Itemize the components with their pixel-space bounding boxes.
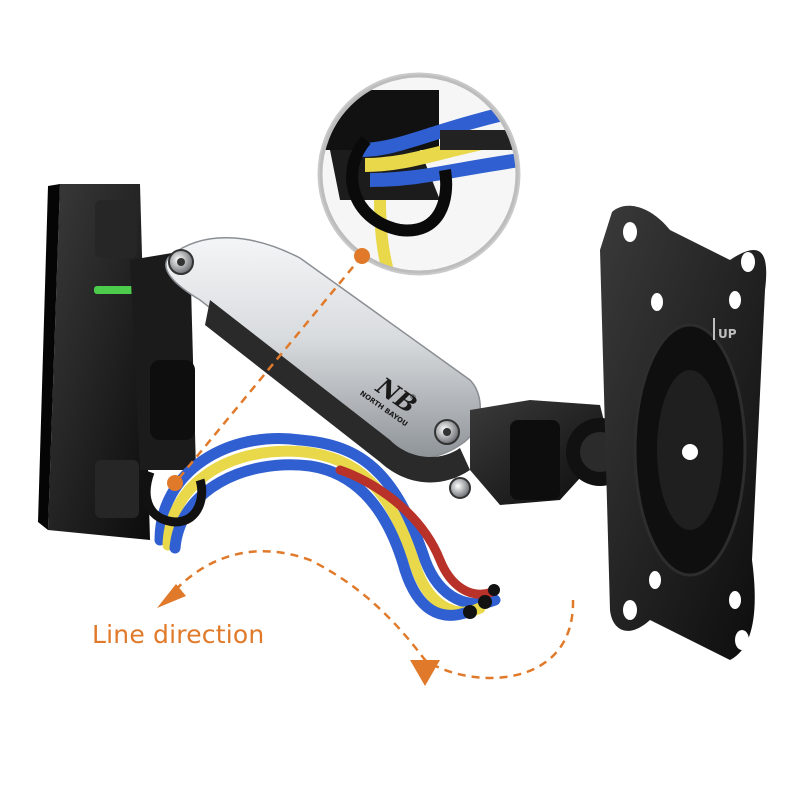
direction-curve [167, 550, 575, 680]
cable-clip [141, 470, 207, 527]
up-marking: UP [718, 327, 737, 341]
svg-text:®: ® [408, 392, 418, 403]
arrowhead-down-icon [410, 660, 440, 686]
line-direction-label: Line direction [92, 620, 265, 649]
vesa-plate: UP [600, 205, 767, 661]
tilt-joint [470, 400, 634, 505]
detail-callout [317, 72, 521, 276]
arrowhead-left-icon [157, 584, 186, 608]
callout-leader [166, 247, 371, 492]
bubble-level [94, 286, 134, 294]
